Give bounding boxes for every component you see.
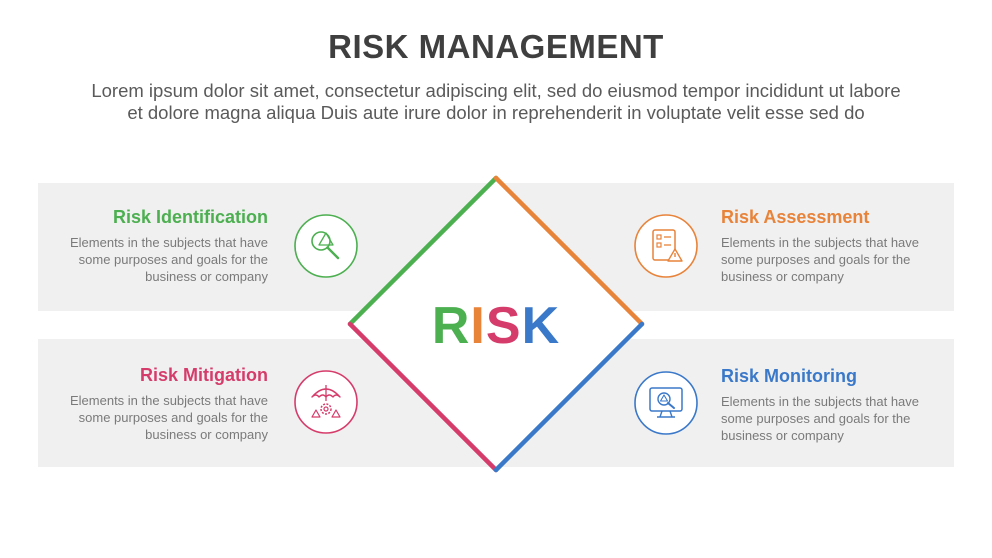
desc-line: some purposes and goals for the — [78, 410, 268, 425]
risk-center-word: RISK — [346, 296, 646, 356]
risk-mitigation-block: Risk Mitigation Elements in the subjects… — [58, 365, 268, 443]
diamond-edge-pink — [347, 321, 499, 473]
risk-mitigation-desc: Elements in the subjects that have some … — [58, 392, 268, 443]
risk-assessment-block: Risk Assessment Elements in the subjects… — [721, 207, 931, 285]
checklist-warning-icon — [634, 214, 698, 278]
risk-monitoring-desc: Elements in the subjects that have some … — [721, 393, 931, 444]
page-subtitle: Lorem ipsum dolor sit amet, consectetur … — [0, 80, 992, 124]
desc-line: business or company — [145, 427, 268, 442]
magnifier-warning-icon — [294, 214, 358, 278]
subtitle-line: et dolore magna aliqua Duis aute irure d… — [127, 102, 865, 123]
desc-line: Elements in the subjects that have — [69, 393, 268, 408]
risk-identification-desc: Elements in the subjects that have some … — [58, 234, 268, 285]
desc-line: some purposes and goals for the — [721, 252, 911, 267]
desc-line: Elements in the subjects that have — [721, 394, 920, 409]
desc-line: some purposes and goals for the — [78, 252, 268, 267]
monitor-warning-icon — [634, 371, 698, 435]
risk-diamond — [347, 175, 645, 473]
umbrella-gear-icon — [294, 370, 358, 434]
subtitle-line: Lorem ipsum dolor sit amet, consectetur … — [91, 80, 901, 101]
risk-letter-i: I — [470, 297, 486, 355]
desc-line: some purposes and goals for the — [721, 411, 911, 426]
desc-line: business or company — [721, 269, 844, 284]
risk-identification-title: Risk Identification — [112, 207, 268, 227]
risk-monitoring-block: Risk Monitoring Elements in the subjects… — [721, 366, 931, 444]
desc-line: Elements in the subjects that have — [69, 235, 268, 250]
diamond-edge-blue — [493, 321, 645, 473]
page-title: RISK MANAGEMENT — [328, 28, 664, 65]
risk-letter-s: S — [485, 297, 522, 355]
risk-assessment-title: Risk Assessment — [721, 207, 870, 227]
desc-line: Elements in the subjects that have — [721, 235, 920, 250]
risk-monitoring-title: Risk Monitoring — [721, 366, 857, 386]
risk-letter-k: K — [521, 297, 561, 355]
desc-line: business or company — [721, 428, 844, 443]
risk-assessment-desc: Elements in the subjects that have some … — [721, 234, 931, 285]
diamond-edge-orange — [493, 175, 645, 327]
risk-mitigation-title: Risk Mitigation — [139, 365, 268, 385]
desc-line: business or company — [145, 269, 268, 284]
diamond-edge-green — [347, 175, 499, 327]
risk-identification-block: Risk Identification Elements in the subj… — [58, 207, 268, 285]
risk-letter-r: R — [431, 297, 471, 355]
